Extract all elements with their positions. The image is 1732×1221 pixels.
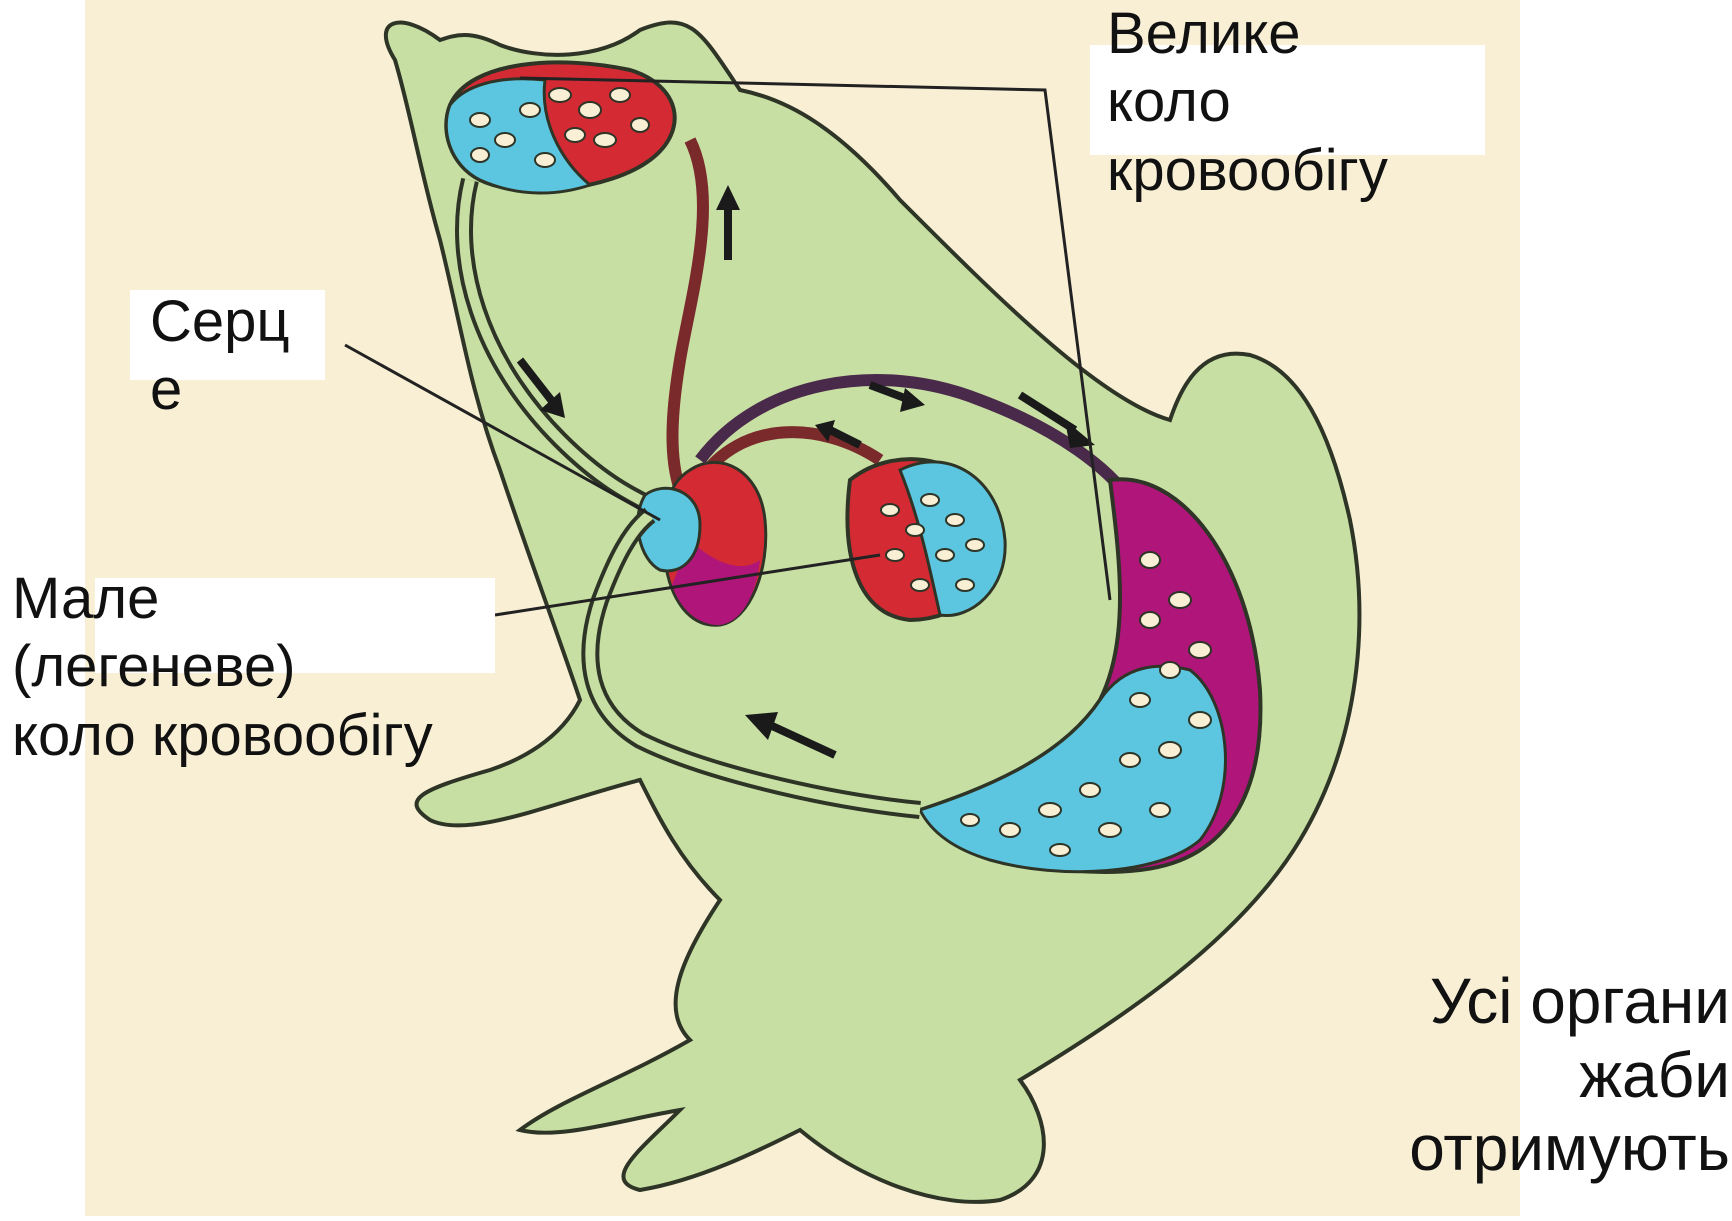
small-circle-label: Мале (легеневе) коло кровообігу	[12, 565, 433, 770]
heart-label: Серц е	[150, 288, 290, 425]
caption-text: Усі органи жаби отримують	[1320, 965, 1730, 1186]
great-circle-label: Велике коло кровообігу	[1107, 0, 1388, 205]
